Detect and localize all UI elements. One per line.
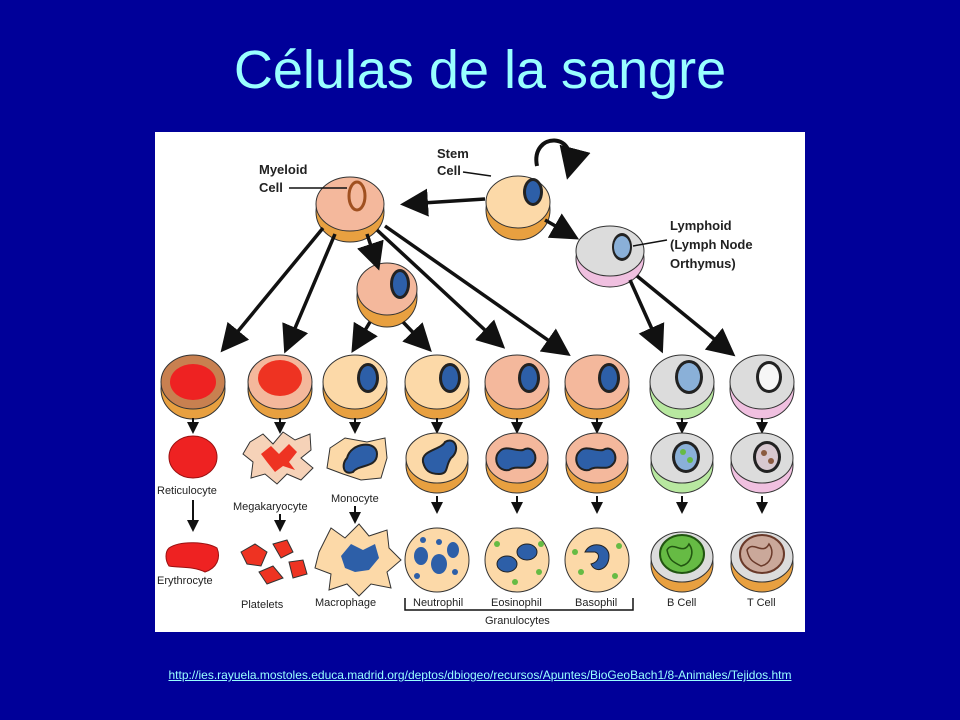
b-cell-label: B Cell: [667, 597, 696, 609]
lymphoid-label-line1: Lymphoid: [670, 218, 732, 233]
granulocytes-label: Granulocytes: [485, 615, 550, 627]
t-cell-label: T Cell: [747, 597, 776, 609]
t-cell: [730, 531, 794, 593]
neutrophil-precursor: [405, 432, 469, 494]
eosinophil-precursor: [485, 432, 549, 494]
lineage-arrows: [220, 188, 736, 357]
self-renewal-arrow: [534, 138, 591, 180]
eosinophil-label: Eosinophil: [491, 597, 542, 609]
row2-arrows: [187, 496, 768, 532]
lymphoid-label-line2: (Lymph Node: [670, 237, 753, 252]
basophil-precursor: [565, 432, 629, 494]
stem-cell-label-line1: Stem: [437, 146, 469, 161]
t-lymphocyte-precursor: [730, 432, 794, 494]
granulocytes-bracket: [404, 598, 634, 611]
erythrocyte: [165, 542, 219, 573]
lymphoid-label-line3: Orthymus): [670, 256, 736, 271]
platelets: [240, 539, 308, 585]
monocyte-label: Monocyte: [331, 493, 379, 505]
macrophage: [314, 523, 402, 597]
t-lymphoblast: [729, 354, 795, 420]
platelets-label: Platelets: [241, 599, 284, 611]
myeloid-cell: [315, 176, 385, 243]
monocyte: [326, 437, 388, 481]
monoblast: [322, 354, 388, 420]
myeloblast-eosinophil: [484, 354, 550, 420]
lymphoid-cell: [575, 225, 645, 288]
basophil-label: Basophil: [575, 597, 617, 609]
stem-cell: [485, 175, 551, 241]
proerythroblast: [160, 354, 226, 420]
b-cell: [650, 531, 714, 593]
neutrophil: [404, 527, 470, 593]
basophil: [564, 527, 630, 593]
myeloblast-neutrophil: [404, 354, 470, 420]
myeloblast-basophil: [564, 354, 630, 420]
neutrophil-label: Neutrophil: [413, 597, 463, 609]
stem-cell-label-line2: Cell: [437, 163, 461, 178]
slide-title: Células de la sangre: [233, 40, 727, 100]
reticulocyte: [168, 435, 218, 479]
myeloid-cell-label-line2: Cell: [259, 180, 283, 195]
erythrocyte-label: Erythrocyte: [157, 575, 213, 587]
myeloid-progenitor-cell: [356, 262, 418, 328]
row1-arrows: [187, 418, 768, 434]
b-lymphoblast: [649, 354, 715, 420]
b-lymphocyte-precursor: [650, 432, 714, 494]
myeloid-cell-label-line1: Myeloid: [259, 162, 307, 177]
blood-cell-lineage-diagram: Stem Cell Myeloid Cell Lymphoid (Lymph N…: [155, 132, 805, 632]
reticulocyte-label: Reticulocyte: [157, 485, 217, 497]
macrophage-label: Macrophage: [315, 597, 376, 609]
eosinophil: [484, 527, 550, 593]
megakaryoblast: [247, 354, 313, 420]
source-url-link[interactable]: http://ies.rayuela.mostoles.educa.madrid…: [168, 668, 792, 682]
megakaryocyte-label: Megakaryocyte: [233, 501, 308, 513]
megakaryocyte: [242, 431, 314, 485]
